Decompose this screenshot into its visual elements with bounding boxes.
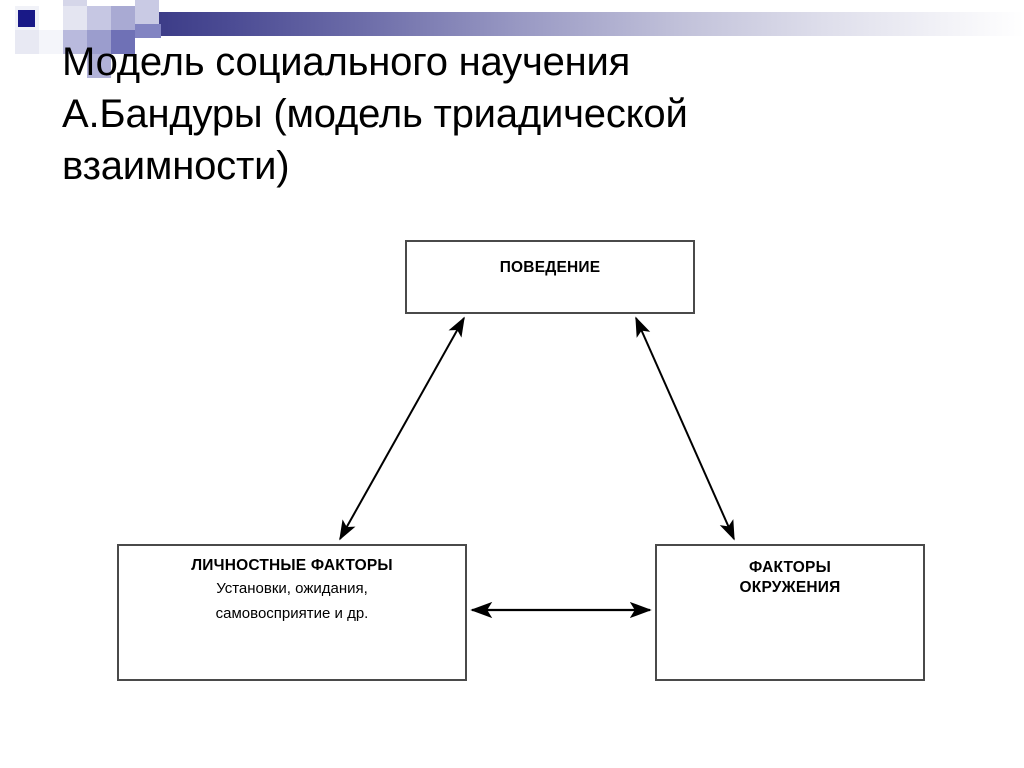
slide-header-decoration — [0, 0, 1024, 78]
diagram-node-personal-factors[interactable]: ЛИЧНОСТНЫЕ ФАКТОРЫ Установки, ожидания, … — [117, 544, 467, 681]
deco-square — [63, 30, 87, 54]
node-personal-heading: ЛИЧНОСТНЫЕ ФАКТОРЫ — [191, 557, 393, 574]
deco-square — [39, 6, 63, 30]
deco-square — [87, 54, 111, 78]
arrow-behavior-environment — [635, 316, 735, 541]
title-line-1: Модель социального научения — [62, 40, 631, 84]
diagram-node-environment-factors[interactable]: ФАКТОРЫ ОКРУЖЕНИЯ — [655, 544, 925, 681]
node-environment-heading-line-2: ОКРУЖЕНИЯ — [739, 579, 841, 596]
deco-square — [87, 30, 111, 54]
deco-square — [15, 30, 39, 54]
diagram-node-behavior[interactable]: ПОВЕДЕНИЕ — [405, 240, 695, 314]
deco-accent-square — [18, 10, 35, 27]
node-environment-heading-line-1: ФАКТОРЫ — [749, 559, 831, 576]
title-line-2: А.Бандуры (модель триадической — [62, 92, 688, 136]
deco-square — [63, 54, 87, 78]
deco-square — [135, 0, 159, 24]
arrow-behavior-personal — [339, 316, 465, 541]
node-personal-line-1: Установки, ожидания, — [216, 580, 368, 597]
deco-square — [111, 30, 135, 54]
deco-square — [87, 6, 111, 30]
deco-square — [135, 24, 161, 38]
node-behavior-heading: ПОВЕДЕНИЕ — [499, 259, 601, 276]
page-title: Модель социального научения А.Бандуры (м… — [62, 36, 967, 192]
deco-square — [63, 6, 87, 30]
deco-square — [111, 6, 135, 30]
deco-square — [39, 30, 63, 54]
node-personal-line-2: самовосприятие и др. — [215, 605, 369, 622]
title-line-3: взаимности) — [62, 144, 290, 188]
header-gradient-bar — [25, 12, 1024, 36]
